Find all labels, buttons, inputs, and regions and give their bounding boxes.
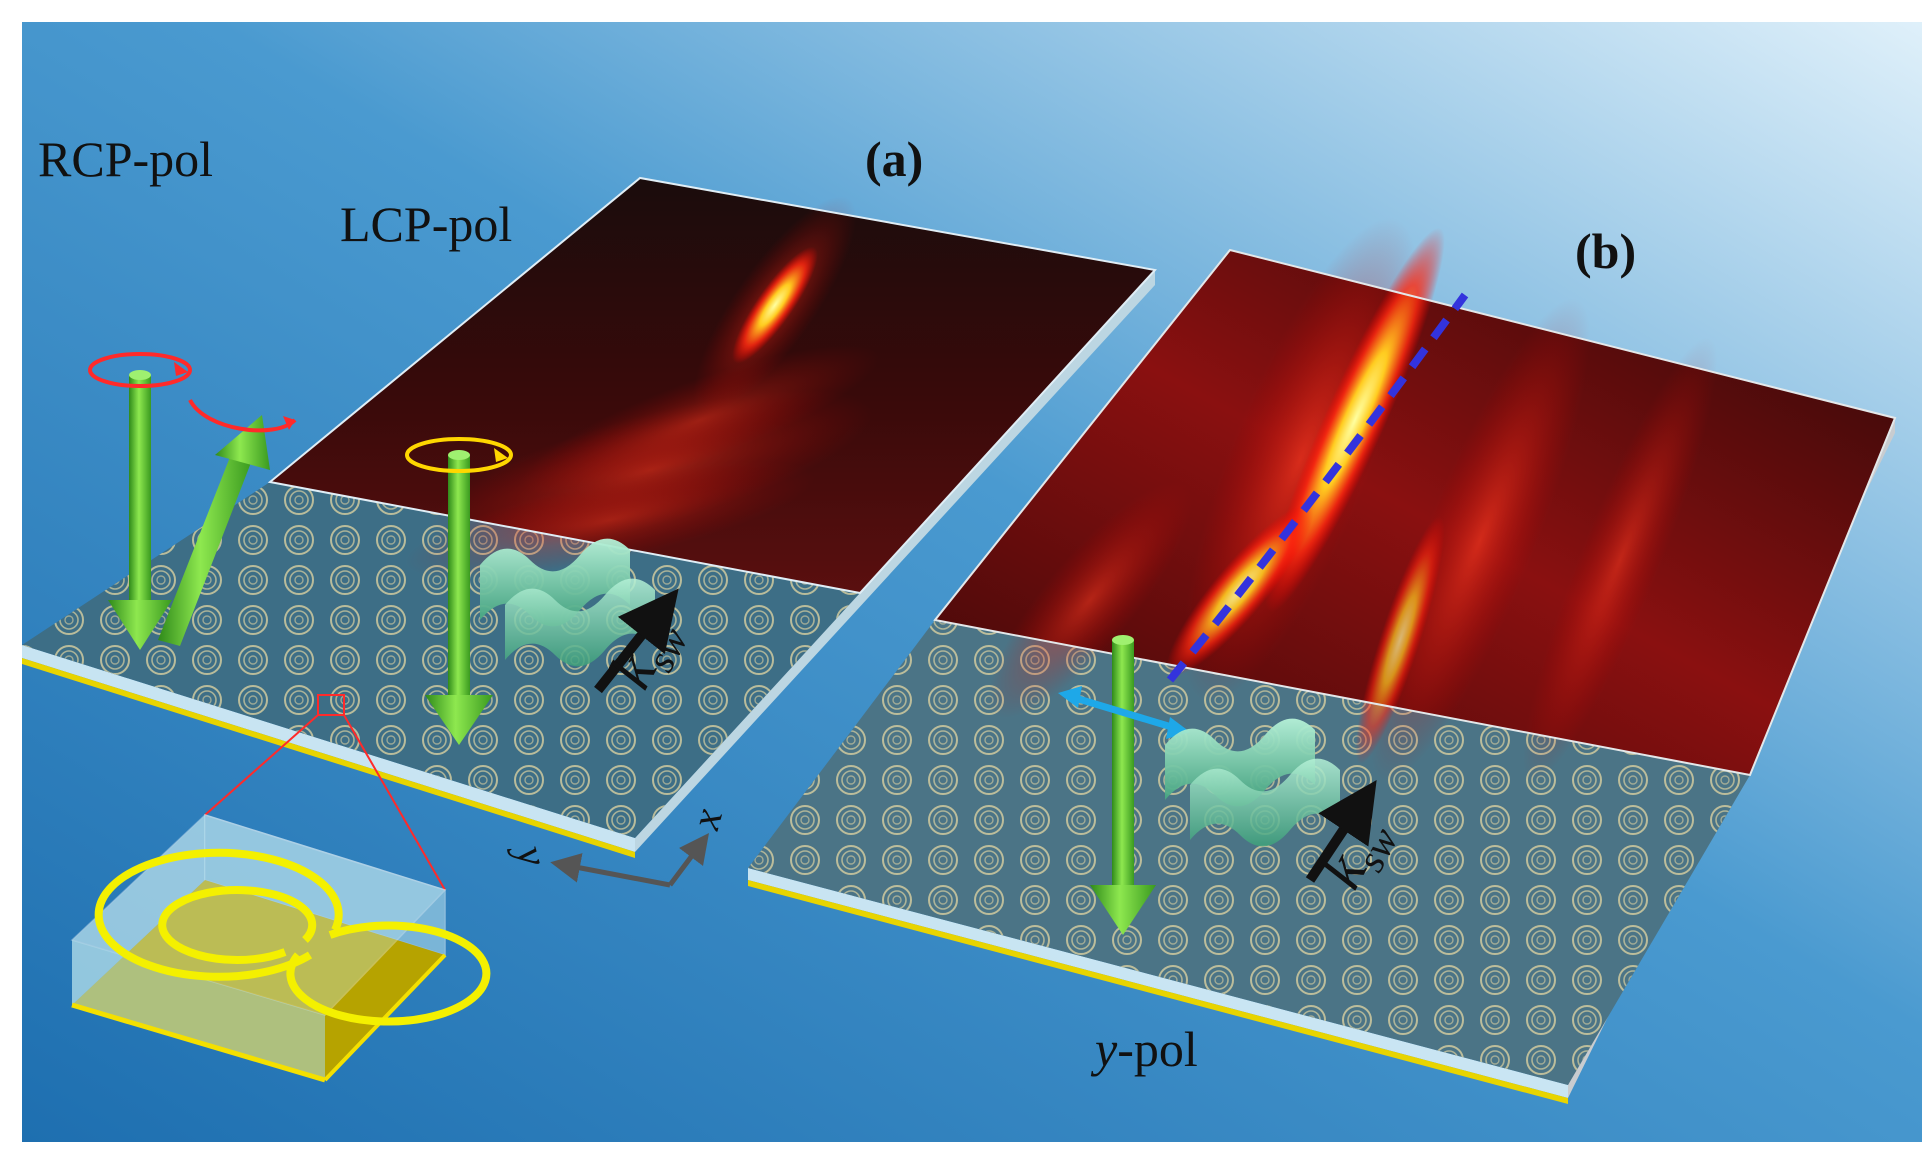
slab-a-front (22, 645, 635, 852)
lcp-pol-label: LCP-pol (340, 196, 513, 252)
ground-plane-a (22, 658, 635, 858)
unit-cell-inset (70, 813, 491, 1083)
slab-a-side (635, 270, 1155, 852)
panel-label-a: (a) (865, 131, 924, 187)
ground-plane-b (748, 880, 1568, 1104)
surface-wave-ribbon-b (1165, 718, 1340, 847)
ksw-arrow-b (1305, 780, 1377, 883)
field-lobe (1370, 298, 1590, 782)
lcp-reflected-rotation-icon (188, 398, 297, 433)
rcp-rotation-icon (88, 352, 192, 388)
rcp-pol-label: RCP-pol (38, 131, 214, 187)
ksw-arrow-a (594, 588, 679, 694)
unit-cell-array-a (22, 482, 860, 838)
lcp-incident-arrow (425, 450, 493, 745)
x-axis-arrow (668, 833, 709, 887)
unit-cell-array-b (748, 620, 1750, 1085)
field-ripple (520, 344, 880, 496)
pol-suffix: -pol (1117, 1021, 1198, 1077)
y-var: y (1095, 1021, 1118, 1077)
airy-side-lobe (1355, 516, 1445, 764)
panel-label-b: (b) (1575, 223, 1637, 279)
ypol-incident-arrow (1090, 635, 1156, 935)
field-map-a-edge (267, 176, 1157, 595)
surface-wave-ribbon-a (480, 538, 655, 667)
lcp-rotation-icon (405, 437, 513, 473)
ypol-label: y-pol (1095, 1020, 1198, 1078)
focal-spot-a (732, 246, 818, 364)
rcp-incident-arrow (108, 370, 172, 650)
zoom-line (204, 714, 319, 816)
split-ring-spiral (94, 848, 491, 1026)
airy-trajectory (1166, 292, 1469, 683)
zoom-line (343, 714, 446, 891)
y-axis-arrow (550, 853, 671, 888)
slab-b-front (748, 868, 1568, 1098)
panel-b (748, 217, 1897, 1104)
field-lobe (1522, 336, 1718, 784)
unit-cell-highlight (317, 694, 345, 716)
field-lobe (987, 481, 1193, 719)
panel-a (22, 176, 1157, 891)
field-map-b-edge (933, 248, 1897, 777)
coordinate-axes (550, 833, 709, 888)
